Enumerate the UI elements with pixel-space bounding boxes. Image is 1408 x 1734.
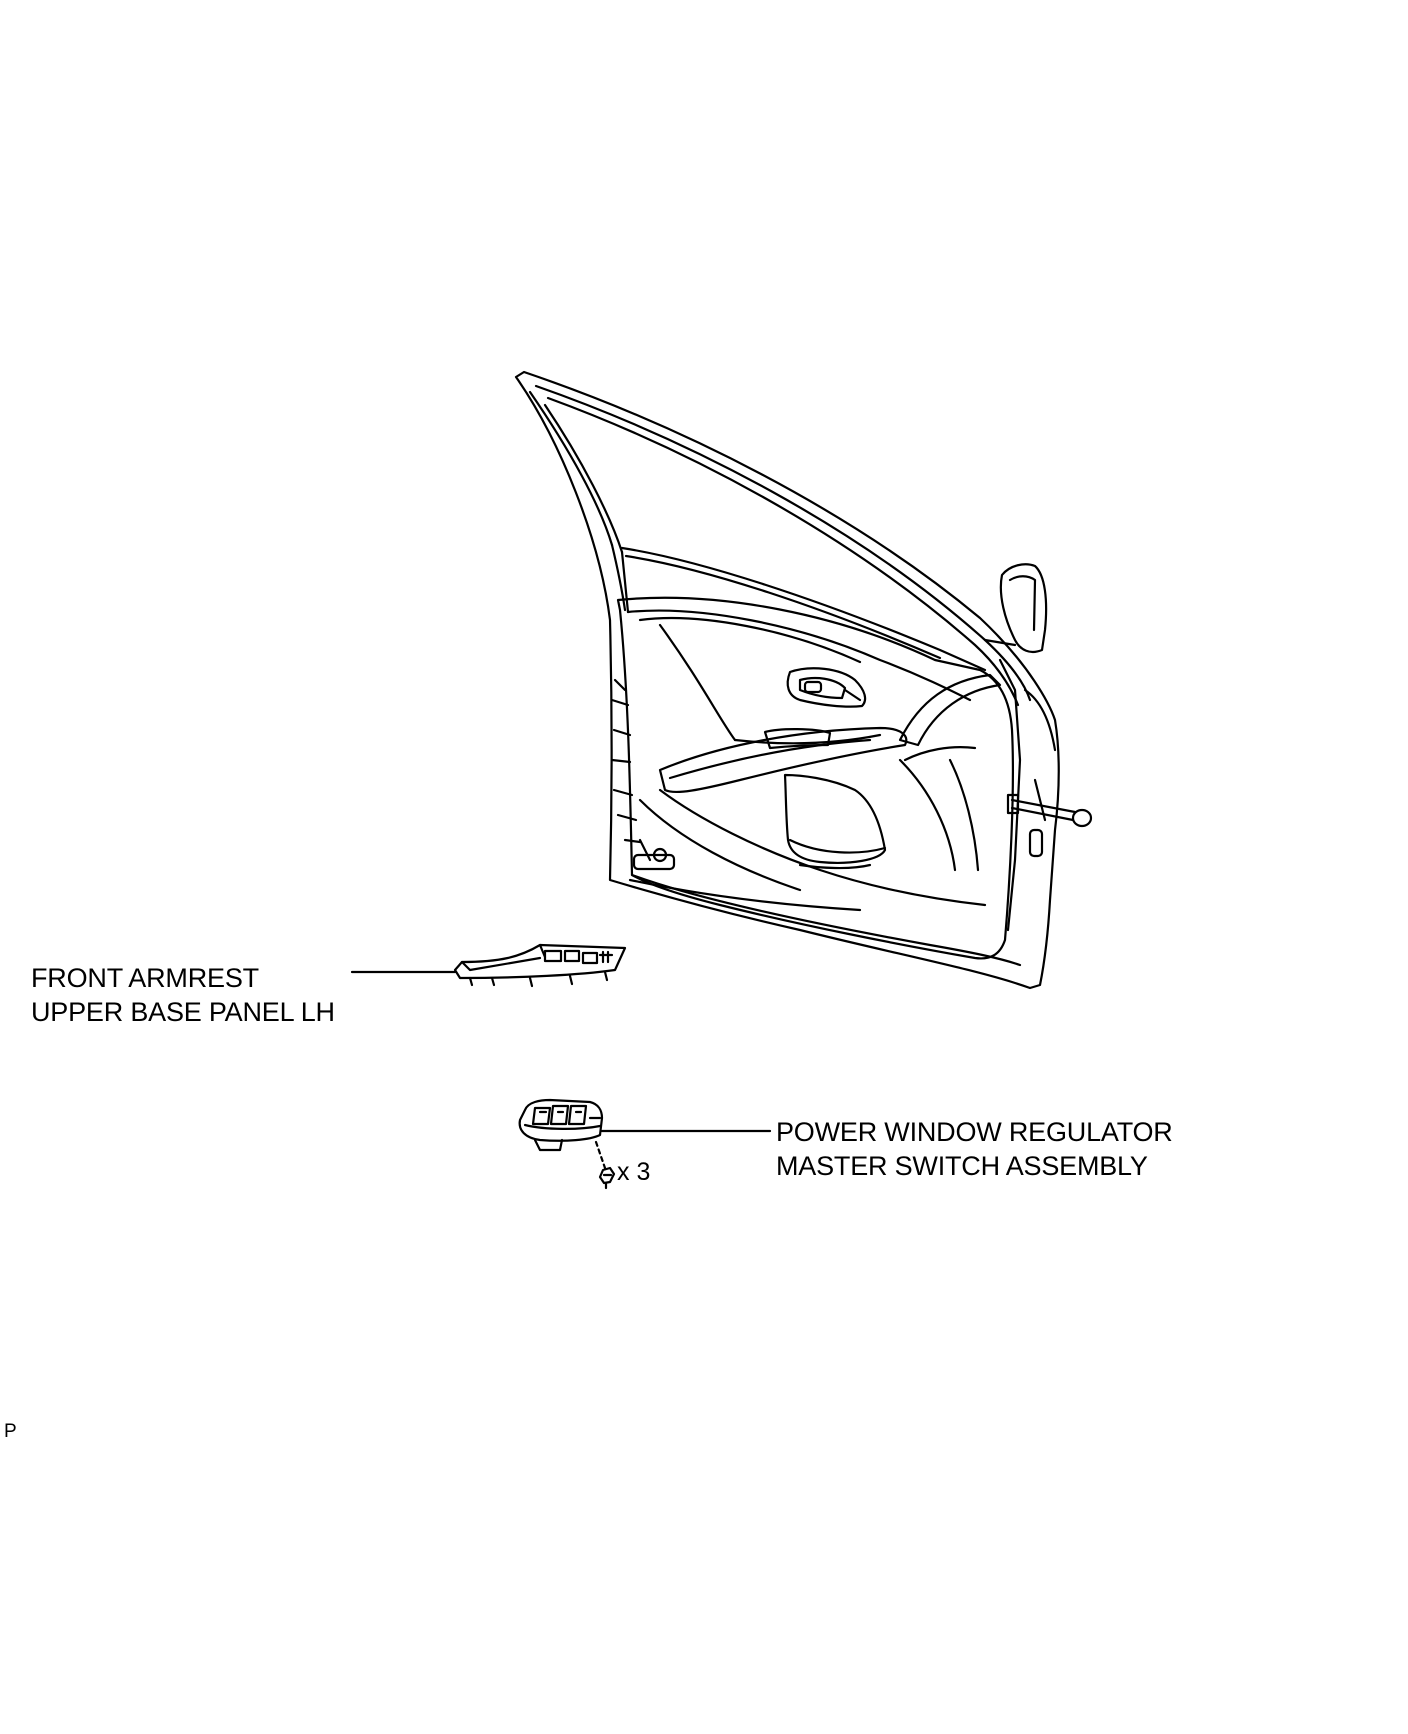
master-switch-part [518,1098,604,1152]
figure-code: P [4,1421,17,1442]
armrest [658,726,908,794]
door-check-strap [1010,798,1077,814]
clip-icon [598,1166,616,1190]
armrest-label-line-1: FRONT ARMREST [31,963,259,993]
side-mirror [999,563,1048,654]
armrest-label-line-2: UPPER BASE PANEL LH [31,997,335,1027]
door-outer-frame [514,370,1060,990]
clip-quantity-label: x 3 [617,1158,651,1186]
door-belt-line [620,546,987,672]
clip-install-line [594,1140,607,1170]
switch-label-line-1: POWER WINDOW REGULATOR [776,1117,1173,1147]
armrest-upper-base-panel-part [453,943,627,988]
pull-handle-arc [898,673,1002,747]
master-switch-assembly-label: POWER WINDOW REGULATOR MASTER SWITCH ASS… [776,1115,1173,1183]
door-pocket [783,773,887,864]
front-armrest-upper-base-panel-label: FRONT ARMREST UPPER BASE PANEL LH [31,961,335,1029]
front-door-illustration [514,370,1093,990]
switch-label-line-2: MASTER SWITCH ASSEMBLY [776,1151,1148,1181]
inside-handle-bezel [786,667,867,708]
door-glass-run [534,384,1032,702]
